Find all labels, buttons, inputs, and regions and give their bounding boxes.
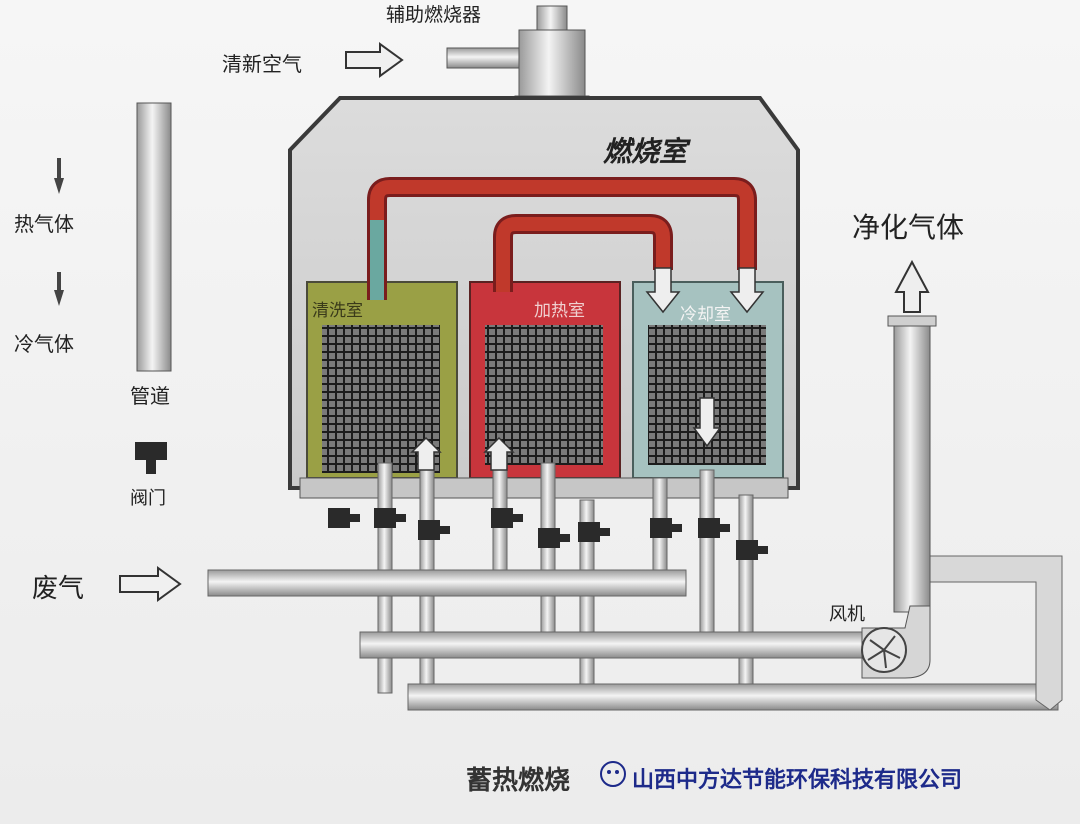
arrow-up-icon [410, 436, 442, 471]
diagram-caption: 蓄热燃烧 [466, 766, 571, 796]
arrow-down-icon [645, 267, 681, 314]
pipe-label: 管道 [130, 384, 170, 408]
valve-icon [491, 508, 523, 528]
valve-label: 阀门 [130, 488, 166, 509]
middle-pipe [359, 631, 869, 659]
purge-room-label: 清洗室 [312, 301, 363, 321]
fan-label: 风机 [829, 604, 865, 625]
valve-icon [418, 520, 450, 540]
cold-gas-label: 冷气体 [14, 332, 74, 356]
arrow-down-icon [54, 272, 64, 306]
waste-gas-label: 废气 [32, 574, 85, 604]
valve-icon [374, 508, 406, 528]
valve-icon [650, 518, 682, 538]
waste-gas-pipe [207, 569, 687, 597]
exhaust-stack [893, 321, 931, 613]
purified-gas-label: 净化气体 [852, 211, 965, 244]
arrow-right-icon [119, 566, 182, 602]
fresh-air-label: 清新空气 [222, 52, 302, 76]
hot-gas-label: 热气体 [14, 212, 74, 236]
arrow-right-icon [345, 42, 404, 78]
legend-pipe [136, 102, 172, 372]
valve-icon [736, 540, 768, 560]
aux-burner-label: 辅助燃烧器 [386, 4, 482, 26]
wechat-icon [600, 761, 626, 787]
valve-icon [578, 522, 610, 542]
return-pipe [929, 555, 1063, 711]
arrow-up-icon [894, 259, 930, 313]
valve-icon [328, 508, 360, 528]
heating-grid [485, 325, 603, 465]
arrow-down-icon [692, 397, 722, 448]
valves [328, 508, 768, 560]
combustion-chamber-label: 燃烧室 [603, 135, 688, 168]
fan-icon [861, 605, 931, 679]
arrow-up-icon [483, 436, 515, 471]
valve-icon [135, 442, 167, 474]
valve-icon [698, 518, 730, 538]
arrow-down-icon [54, 158, 64, 194]
heating-room-label: 加热室 [534, 301, 585, 321]
cooling-room-label: 冷却室 [680, 305, 731, 325]
valve-icon [538, 528, 570, 548]
company-name: 山西中方达节能环保科技有限公司 [632, 768, 963, 793]
bottom-pipe [407, 683, 1059, 711]
arrow-down-icon [729, 267, 765, 314]
